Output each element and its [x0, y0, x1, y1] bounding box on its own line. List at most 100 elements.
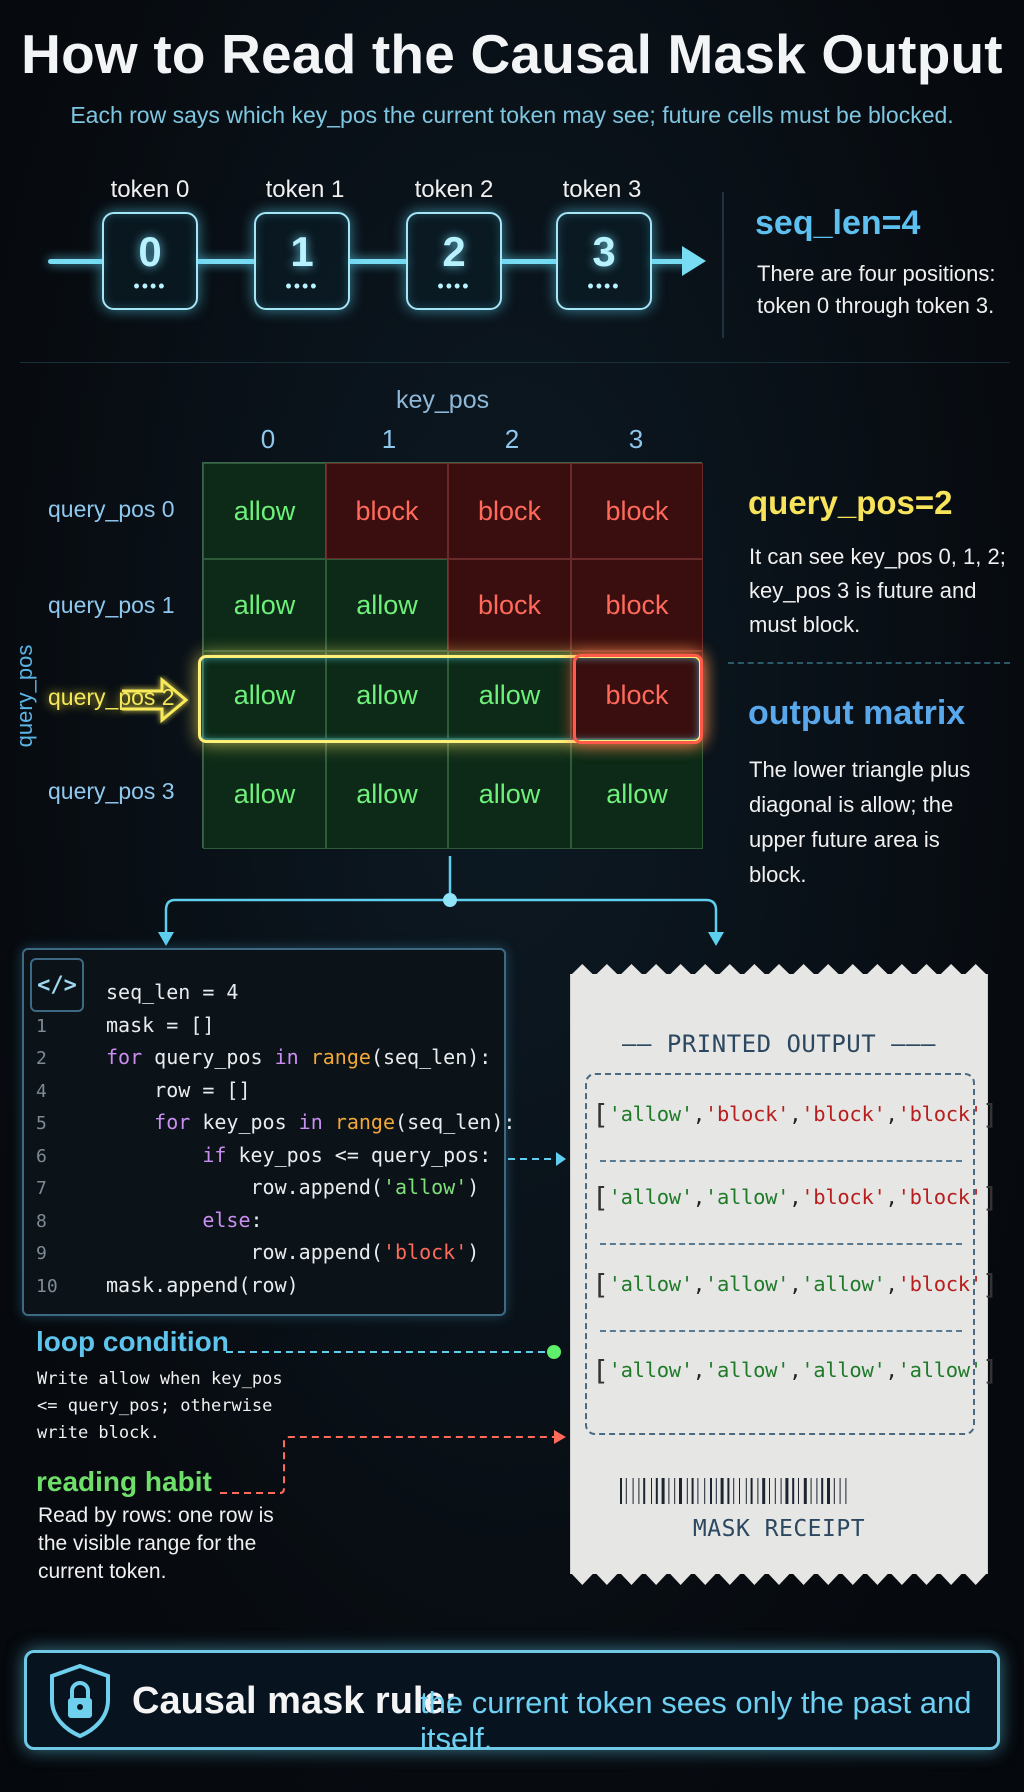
receipt-output-frame — [585, 1073, 975, 1435]
receipt-torn-top — [570, 964, 988, 976]
token-number: 3 — [592, 228, 616, 275]
line-number: 5 — [36, 1113, 47, 1134]
receipt-row-divider — [600, 1330, 962, 1332]
token-label: token 1 — [265, 176, 345, 203]
code-text: mask.append(row) — [106, 1272, 299, 1297]
reading-habit-text: Read by rows: one row is the visible ran… — [38, 1504, 274, 1583]
code-line: 6 if key_pos <= query_pos: — [36, 1143, 491, 1167]
code-line: seq_len = 4 — [36, 980, 238, 1004]
arrow-right-icon — [682, 246, 706, 276]
receipt-row-divider — [600, 1160, 962, 1162]
matrix-cell-allow: allow — [203, 651, 326, 739]
banner-title: Causal mask rule: — [132, 1680, 458, 1722]
token-label: token 2 — [414, 176, 494, 203]
col-label: 0 — [260, 424, 276, 454]
page-subtitle: Each row says which key_pos the current … — [70, 102, 954, 128]
seq-len-title: seq_len=4 — [755, 204, 921, 242]
token-number: 2 — [442, 228, 466, 275]
line-number: 10 — [36, 1275, 58, 1297]
loop-condition-title: loop condition — [36, 1326, 229, 1357]
token-line-segment — [650, 259, 690, 264]
code-line: 10 mask.append(row) — [36, 1273, 299, 1297]
code-text: else: — [202, 1207, 263, 1232]
token-box-1: 1 •••• — [254, 212, 350, 310]
matrix-cell-block: block — [571, 559, 703, 651]
code-line: 8 else: — [36, 1208, 263, 1232]
receipt-output-row: ['allow','allow','allow','block'] — [592, 1268, 999, 1301]
code-icon: </> — [30, 958, 84, 1012]
token-dots: •••• — [437, 276, 471, 296]
token-line-segment — [196, 259, 256, 264]
code-panel — [22, 948, 506, 1316]
token-line-segment — [500, 259, 558, 264]
code-line: 5 for key_pos in range(seq_len): — [36, 1110, 515, 1134]
matrix-cell-block: block — [326, 463, 448, 559]
matrix-cell-allow: allow — [326, 651, 448, 739]
token-number: 0 — [138, 228, 162, 275]
barcode-icon — [620, 1478, 847, 1504]
line-number: 8 — [36, 1210, 47, 1232]
loop-condition-text: Write allow when key_pos <= query_pos; o… — [37, 1369, 283, 1443]
dashed-divider — [728, 662, 1010, 664]
code-line: 4 row = [] — [36, 1078, 251, 1102]
code-line: 7 row.append('allow') — [36, 1175, 479, 1199]
key-pos-axis-label: key_pos — [396, 386, 490, 414]
matrix-cell-allow: allow — [326, 739, 448, 849]
matrix-cell-allow: allow — [571, 739, 703, 849]
line-number: 6 — [36, 1145, 47, 1167]
receipt-title: —— PRINTED OUTPUT ——— — [622, 1030, 936, 1058]
token-label: token 3 — [562, 176, 642, 203]
line-number: 4 — [36, 1080, 47, 1102]
code-text: row = [] — [106, 1077, 251, 1102]
col-label: 3 — [628, 424, 644, 454]
token-dots: •••• — [587, 276, 621, 296]
matrix-cell-block: block — [448, 559, 571, 651]
col-label: 1 — [381, 424, 397, 454]
receipt-row-divider — [600, 1243, 962, 1245]
code-line: 9 row.append('block') — [36, 1240, 479, 1264]
code-text: if key_pos <= query_pos: — [202, 1142, 492, 1167]
code-text: seq_len = 4 — [106, 980, 239, 1004]
output-matrix-title: output matrix — [748, 694, 966, 732]
code-text: for key_pos in range(seq_len): — [154, 1110, 516, 1134]
token-line-segment — [48, 259, 104, 264]
page-title: How to Read the Causal Mask Output — [21, 23, 1003, 85]
row-label-highlighted: query_pos 2 — [48, 684, 175, 710]
code-text: row.append('block') — [106, 1240, 480, 1264]
row-label: query_pos 3 — [48, 778, 175, 804]
matrix-cell-block: block — [571, 463, 703, 559]
token-line-segment — [348, 259, 408, 264]
matrix-cell-block: block — [448, 463, 571, 559]
token-number: 1 — [290, 228, 314, 275]
query-pos-note-title: query_pos=2 — [748, 484, 953, 521]
row-label: query_pos 0 — [48, 496, 175, 522]
line-number: 9 — [36, 1243, 47, 1264]
receipt-output-row: ['allow','allow','allow','allow'] — [592, 1354, 999, 1387]
shield-lock-icon — [50, 1663, 110, 1739]
receipt-output-row: ['allow','allow','block','block'] — [592, 1181, 999, 1214]
token-dots: •••• — [133, 276, 167, 296]
token-dots: •••• — [285, 276, 319, 296]
vertical-divider — [722, 192, 724, 338]
query-pos-note-text: It can see key_pos 0, 1, 2; key_pos 3 is… — [749, 544, 1006, 637]
matrix-cell-allow: allow — [203, 739, 326, 849]
seq-len-text: There are four positions: token 0 throug… — [757, 261, 996, 318]
line-number: 1 — [36, 1015, 47, 1037]
receipt-torn-bottom — [570, 1572, 988, 1585]
row-pointer-arrow-icon — [122, 676, 189, 724]
matrix-cell-allow: allow — [448, 739, 571, 849]
row-label: query_pos 1 — [48, 592, 175, 618]
matrix-cell-allow: allow — [448, 651, 571, 739]
token-box-2: 2 •••• — [406, 212, 502, 310]
token-label: token 0 — [110, 176, 190, 203]
banner-text: the current token sees only the past and… — [420, 1685, 972, 1756]
receipt-output-row: ['allow','block','block','block'] — [592, 1098, 999, 1131]
matrix-cell-allow: allow — [203, 559, 326, 651]
horizontal-divider — [20, 362, 1010, 363]
code-text: row.append('allow') — [106, 1175, 480, 1199]
output-matrix-text: The lower triangle plus diagonal is allo… — [749, 757, 971, 887]
col-label: 2 — [504, 424, 520, 454]
token-box-0: 0 •••• — [102, 212, 198, 310]
